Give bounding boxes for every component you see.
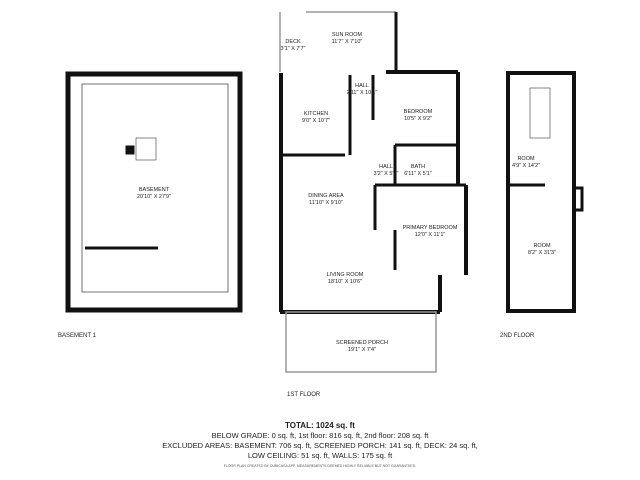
svg-text:6'11" X 5'1": 6'11" X 5'1" <box>404 171 432 177</box>
first-floor-label: 1ST FLOOR <box>287 392 321 398</box>
svg-text:10'5" X 9'2": 10'5" X 9'2" <box>404 116 432 122</box>
svg-text:BEDROOM: BEDROOM <box>404 109 433 115</box>
svg-text:11'7" X 7'10": 11'7" X 7'10" <box>332 39 363 45</box>
svg-text:BATH: BATH <box>411 164 425 170</box>
svg-text:3'1" X 7'7": 3'1" X 7'7" <box>281 46 306 52</box>
svg-text:HALL: HALL <box>355 83 369 89</box>
low-ceiling-summary: LOW CEILING: 51 sq. ft, WALLS: 175 sq. f… <box>247 451 393 460</box>
svg-text:DECK: DECK <box>285 39 301 45</box>
excluded-areas-summary: EXCLUDED AREAS: BASEMENT: 706 sq. ft, SC… <box>162 441 478 450</box>
svg-text:4'9" X 14'2": 4'9" X 14'2" <box>512 163 540 169</box>
second-floor-plan <box>506 71 584 313</box>
svg-text:KITCHEN: KITCHEN <box>304 111 328 117</box>
svg-text:3'2" X 5'1": 3'2" X 5'1" <box>374 171 399 177</box>
svg-text:ROOM: ROOM <box>533 243 551 249</box>
disclaimer: FLOOR PLAN CREATED BY CUBICASA APP. MEAS… <box>223 464 417 468</box>
svg-text:18'10" X 10'6": 18'10" X 10'6" <box>328 279 362 285</box>
svg-text:DINING AREA: DINING AREA <box>308 193 344 199</box>
svg-text:HALL: HALL <box>379 164 393 170</box>
svg-text:8'2" X 31'3": 8'2" X 31'3" <box>528 250 556 256</box>
svg-text:SUN ROOM: SUN ROOM <box>332 32 363 38</box>
svg-text:20'10" X 27'9": 20'10" X 27'9" <box>137 194 171 200</box>
svg-text:11'10" X 9'10": 11'10" X 9'10" <box>309 200 343 206</box>
basement-plan <box>65 71 243 313</box>
svg-text:ROOM: ROOM <box>517 156 535 162</box>
svg-text:PRIMARY BEDROOM: PRIMARY BEDROOM <box>403 225 458 231</box>
svg-text:19'1" X 7'4": 19'1" X 7'4" <box>348 347 376 353</box>
svg-text:9'0" X 10'7": 9'0" X 10'7" <box>302 118 330 124</box>
svg-text:2'11" X 10'1": 2'11" X 10'1" <box>347 90 378 96</box>
first-floor-plan <box>279 11 468 373</box>
svg-text:BASEMENT: BASEMENT <box>139 187 170 193</box>
room-labels: BASEMENT 20'10" X 27'9" SUN ROOM 11'7" X… <box>137 32 556 353</box>
total-area: TOTAL: 1024 sq. ft <box>285 421 355 430</box>
basement-floor-label: BASEMENT 1 <box>58 333 96 339</box>
svg-text:12'0" X 11'1": 12'0" X 11'1" <box>415 232 446 238</box>
svg-text:SCREENED PORCH: SCREENED PORCH <box>336 340 388 346</box>
svg-text:LIVING ROOM: LIVING ROOM <box>327 272 364 278</box>
below-grade-summary: BELOW GRADE: 0 sq. ft, 1st floor: 816 sq… <box>211 431 429 440</box>
second-floor-label: 2ND FLOOR <box>500 333 535 339</box>
